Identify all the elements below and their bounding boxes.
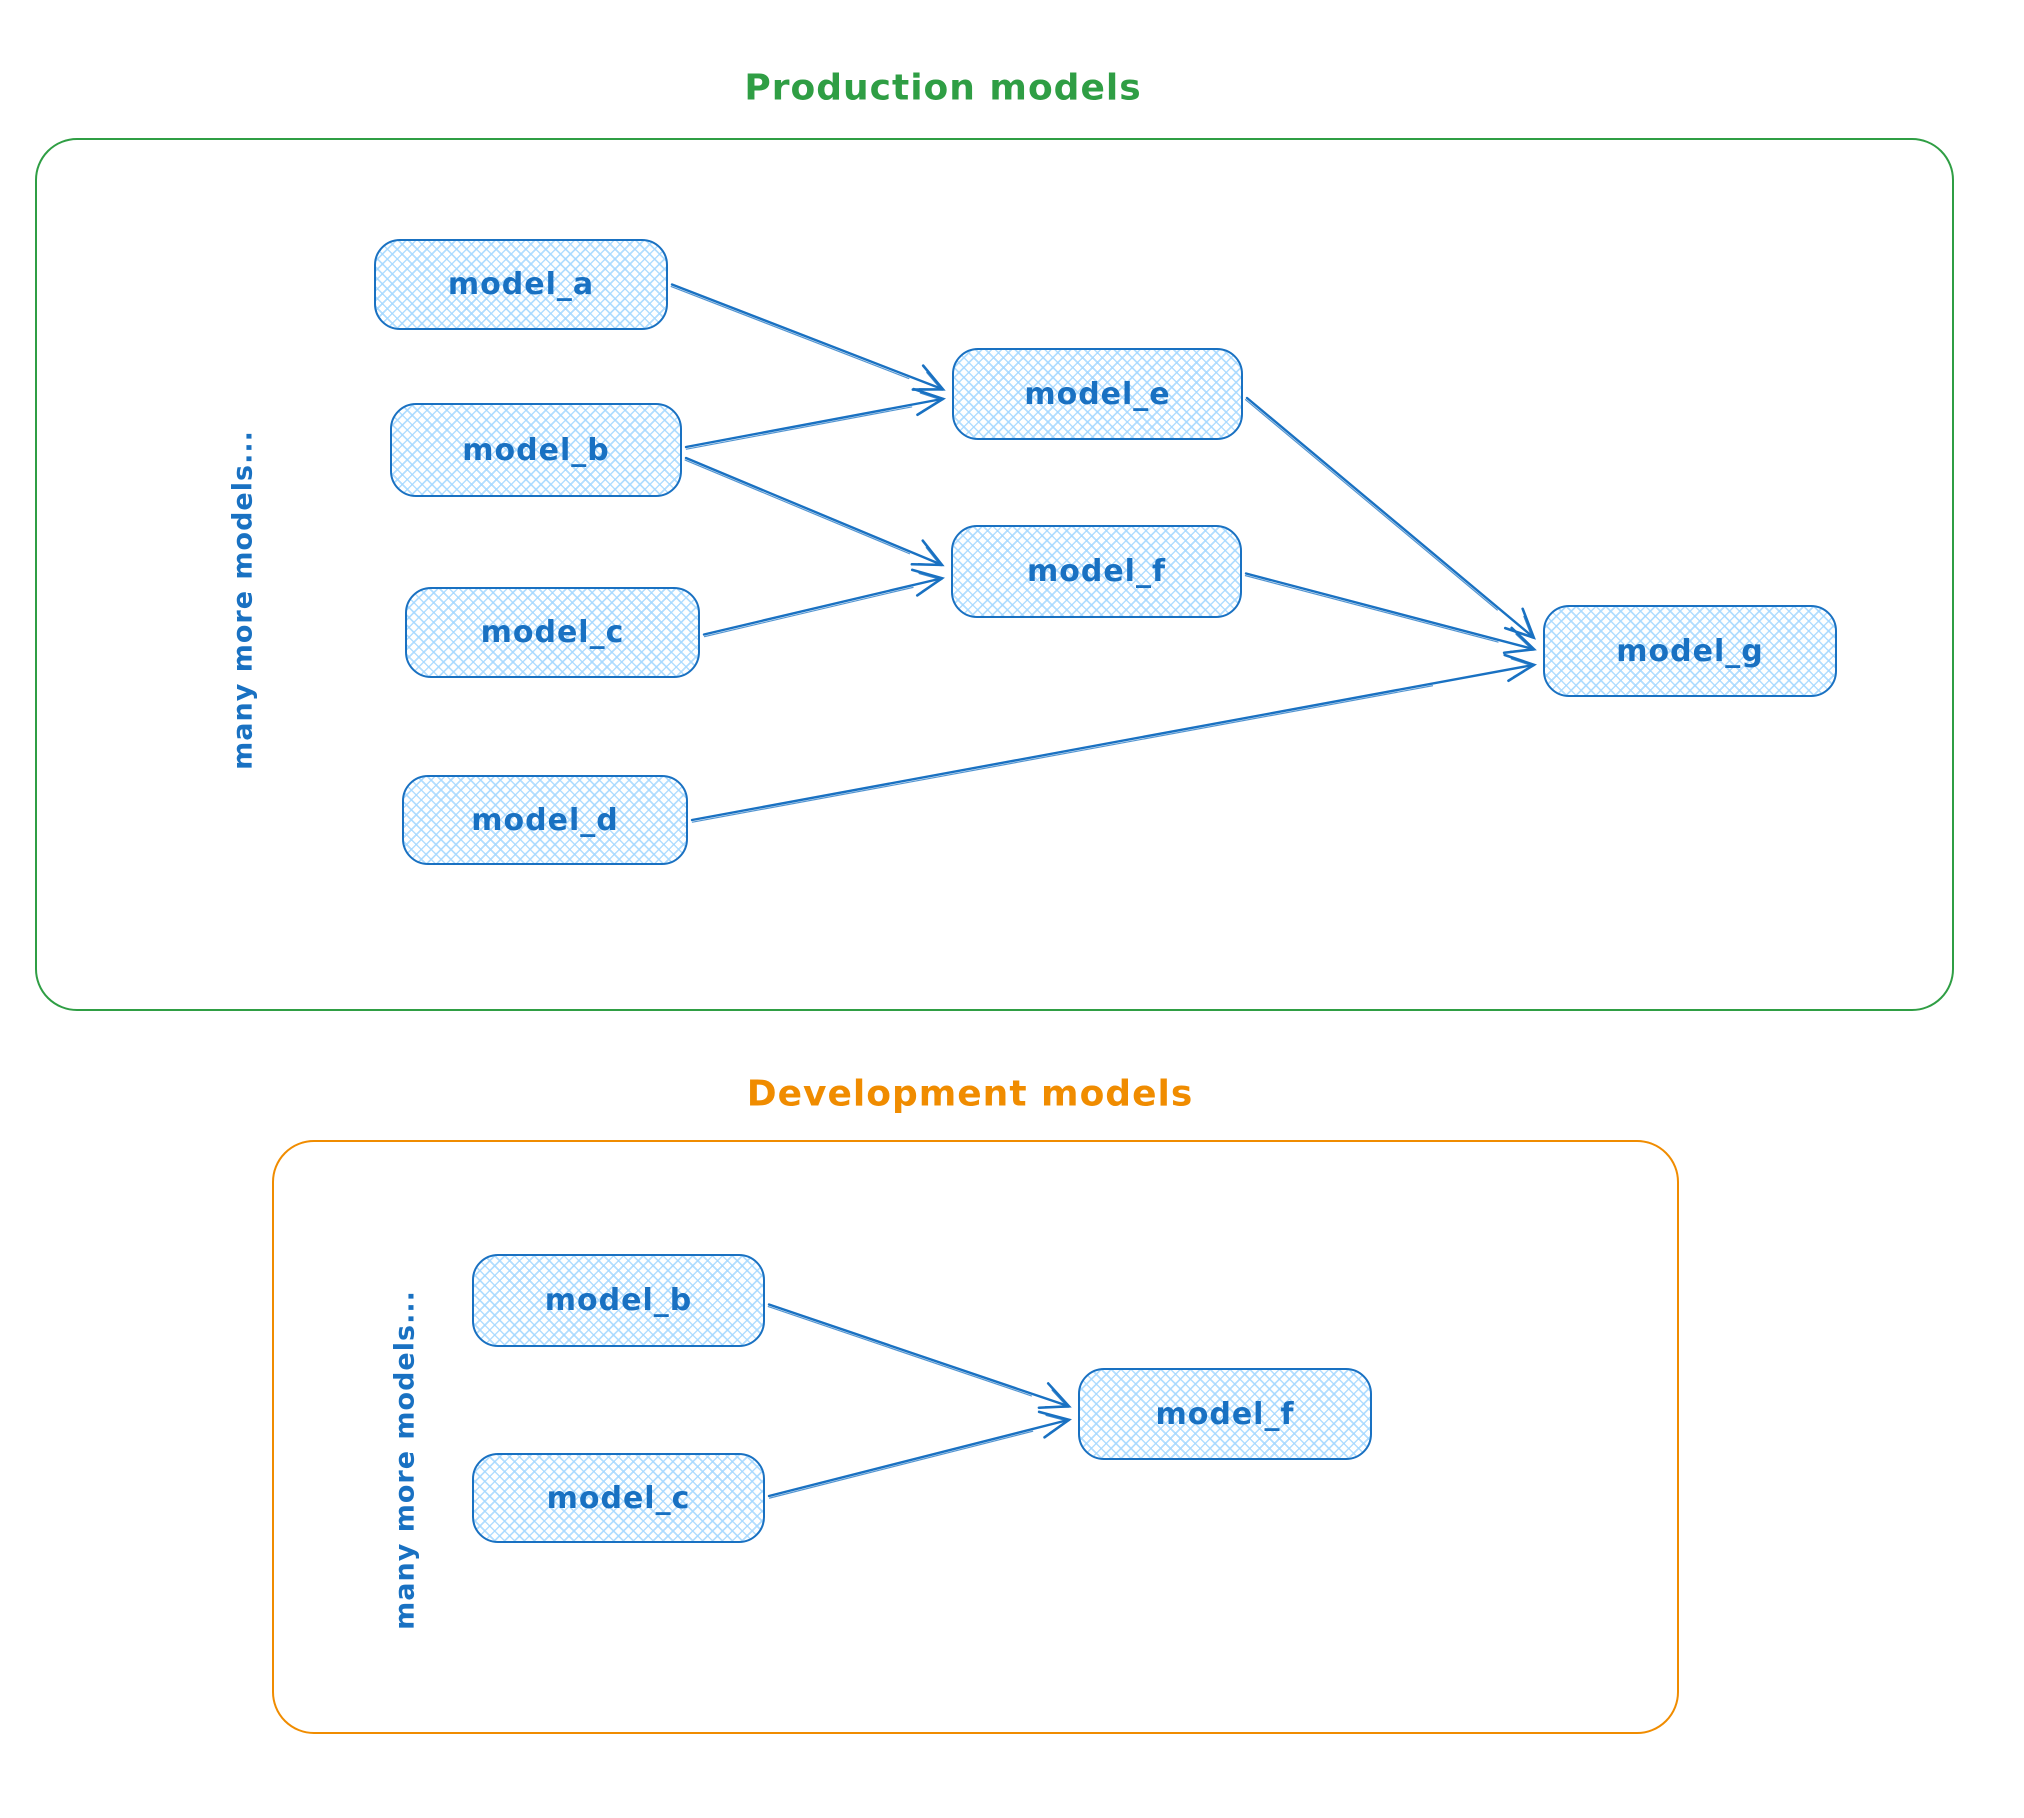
- node-label: model_g: [1616, 633, 1764, 669]
- development-node-model_c: model_c: [472, 1453, 765, 1543]
- node-label: model_a: [447, 267, 595, 302]
- production-node-model_e: model_e: [952, 348, 1243, 440]
- node-label: model_c: [546, 1480, 691, 1516]
- node-label: model_b: [544, 1283, 693, 1318]
- production-node-model_f: model_f: [951, 525, 1242, 618]
- production-node-model_c: model_c: [405, 587, 700, 678]
- node-label: model_c: [480, 615, 625, 650]
- production-section-title: Production models: [744, 67, 1142, 109]
- node-label: model_f: [1026, 554, 1167, 589]
- development-node-model_f: model_f: [1078, 1368, 1372, 1460]
- production-node-model_g: model_g: [1543, 605, 1837, 697]
- node-label: model_b: [462, 432, 610, 468]
- development-section-title: Development models: [746, 1073, 1194, 1115]
- node-label: model_e: [1024, 376, 1171, 412]
- production-node-model_d: model_d: [402, 775, 688, 865]
- production-section-frame: [35, 138, 1954, 1011]
- development-section-frame: [272, 1140, 1679, 1734]
- production-node-model_b: model_b: [390, 403, 682, 497]
- production-node-model_a: model_a: [374, 239, 668, 330]
- node-label: model_d: [471, 802, 619, 838]
- production-side-label: many more models...: [227, 430, 259, 770]
- node-label: model_f: [1155, 1396, 1295, 1432]
- development-side-label: many more models...: [389, 1290, 421, 1630]
- development-node-model_b: model_b: [472, 1254, 765, 1347]
